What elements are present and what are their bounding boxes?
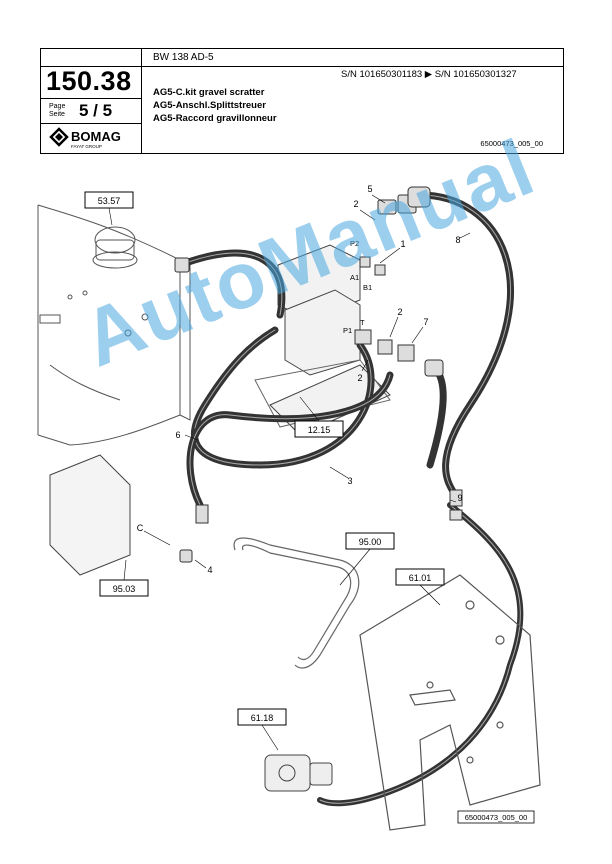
divider (41, 98, 141, 99)
valve-block (269, 244, 391, 436)
callout-label: 2 (357, 373, 362, 383)
callout-label: 2 (397, 307, 402, 317)
ref-label: 61.01 (409, 573, 432, 583)
port-labels: P2 A1 B1 P1 T (343, 239, 372, 335)
reference-labels: 53.57 12.15 95.03 95.00 61.01 61.18 (98, 196, 432, 723)
model-name: BW 138 AD-5 (153, 52, 214, 63)
serial-range: S/N 101650301183 ▶ S/N 101650301327 (341, 69, 517, 80)
divider (141, 66, 563, 67)
leader-lines (108, 194, 471, 751)
title-fr: AG5-Raccord gravillonneur (153, 113, 277, 124)
control-valve (49, 454, 131, 576)
brand-name: BOMAG (71, 129, 121, 144)
title-de: AG5-Anschl.Splittstreuer (153, 100, 266, 111)
callout-label: C (137, 523, 144, 533)
divider (141, 49, 142, 153)
port-label: T (360, 318, 365, 327)
title-en: AG5-C.kit gravel scratter (153, 87, 265, 98)
ref-label: 12.15 (308, 425, 331, 435)
pipe-assembly (233, 537, 360, 669)
callouts: 5 2 1 8 7 2 2 6 3 9 4 C (137, 184, 463, 575)
ref-label: 61.18 (251, 713, 274, 723)
ref-label: 53.57 (98, 196, 121, 206)
ref-label: 95.00 (359, 537, 382, 547)
header-block: BW 138 AD-5 150.38 Page Seite 5 / 5 BOMA… (40, 48, 564, 154)
callout-label: 1 (400, 239, 405, 249)
frame-plate (359, 574, 541, 831)
drawing-number-box (457, 810, 535, 824)
divider (41, 123, 141, 124)
page-number: 150.38 (46, 66, 132, 96)
port-label: B1 (363, 283, 372, 292)
fittings (174, 186, 463, 563)
ref-label: 95.03 (113, 584, 136, 594)
port-label: A1 (350, 273, 359, 282)
callout-label: 3 (347, 476, 352, 486)
port-label: P1 (343, 326, 352, 335)
doc-number: 65000473_005_00 (480, 139, 543, 148)
mounting-bracket (254, 359, 391, 428)
hoses (176, 191, 524, 807)
callout-label: 7 (423, 317, 428, 327)
page-value: 5 / 5 (79, 101, 113, 120)
page-label: Page Seite (49, 103, 66, 118)
callout-label: 4 (207, 565, 212, 575)
callout-label: 5 (367, 184, 372, 194)
drawing-number: 65000473_005_00 (465, 813, 528, 822)
brand-sub: FAYAT GROUP (71, 144, 102, 149)
bomag-logo: BOMAG FAYAT GROUP (49, 127, 137, 151)
hydraulic-drawing: 53.57 12.15 95.03 95.00 61.01 61.18 5 2 … (37, 184, 541, 831)
callout-label: 8 (455, 235, 460, 245)
gear-pump (264, 754, 333, 792)
callout-label: 6 (175, 430, 180, 440)
divider (41, 66, 141, 67)
callout-label: 9 (457, 493, 462, 503)
logo-icon (49, 127, 69, 147)
port-label: P2 (350, 239, 359, 248)
callout-label: 2 (353, 199, 358, 209)
